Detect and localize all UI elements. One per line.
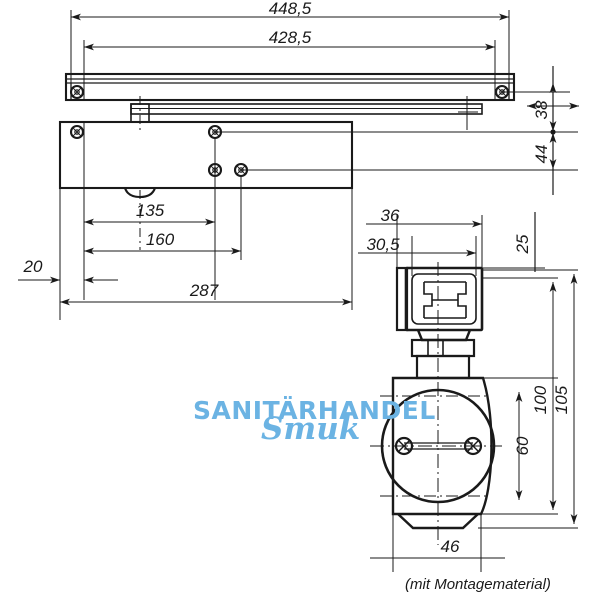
dimension-30-5	[358, 236, 477, 276]
label-105: 105	[552, 385, 571, 414]
dimension-160	[84, 176, 242, 260]
dimension-36	[366, 215, 483, 272]
dimension-448-5	[70, 10, 510, 100]
label-60: 60	[513, 436, 532, 455]
detail-spindle	[410, 329, 476, 380]
label-160: 160	[146, 230, 175, 249]
dimension-428-5	[83, 40, 496, 100]
dimension-135	[83, 122, 216, 300]
dimension-20	[18, 188, 118, 320]
label-25: 25	[513, 234, 532, 254]
dimension-46	[370, 514, 505, 572]
slide-rail	[64, 72, 516, 102]
label-287: 287	[189, 281, 219, 300]
dimension-287	[60, 188, 353, 310]
label-448-5: 448,5	[269, 0, 312, 18]
label-44: 44	[532, 145, 551, 164]
dimension-38-44	[215, 66, 579, 195]
label-20: 20	[23, 257, 43, 276]
dimension-25	[482, 212, 545, 272]
closer-body	[58, 120, 354, 199]
label-135: 135	[136, 201, 165, 220]
dimension-105	[478, 269, 578, 529]
label-428-5: 428,5	[269, 28, 312, 47]
slide-arm	[130, 96, 483, 130]
detail-arm-head	[395, 266, 484, 332]
caption-mounting-material: (mit Montagematerial)	[405, 576, 551, 593]
dimension-100	[481, 277, 558, 515]
body-screw-left	[69, 124, 85, 140]
label-30-5: 30,5	[366, 235, 400, 254]
label-36: 36	[381, 206, 400, 225]
label-46: 46	[441, 537, 460, 556]
label-38: 38	[532, 100, 551, 119]
detail-body	[370, 262, 502, 545]
label-100: 100	[531, 385, 550, 414]
